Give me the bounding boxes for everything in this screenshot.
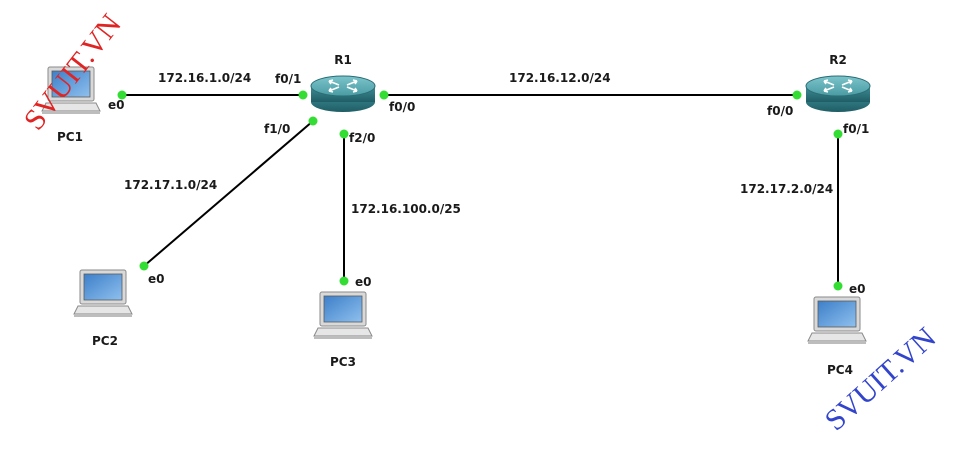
if-label-pc2-e0: e0 (148, 272, 165, 286)
port-dot-r1-f01 (298, 90, 308, 100)
if-label-r2-f00: f0/0 (767, 104, 793, 118)
port-dot-pc4-e0 (833, 281, 843, 291)
pc1-label: PC1 (57, 130, 83, 144)
router-r1-label: R1 (334, 53, 352, 67)
pc3-computer-icon[interactable] (313, 291, 373, 340)
net-label-pc4-r2: 172.17.2.0/24 (740, 182, 833, 196)
port-dot-r1-f00 (379, 90, 389, 100)
port-dot-pc3-e0 (339, 276, 349, 286)
links (122, 94, 839, 286)
port-dot-pc2-e0 (139, 261, 149, 271)
pc4-computer-icon[interactable] (807, 296, 867, 345)
if-label-r1-f01: f0/1 (275, 72, 301, 86)
port-dot-r2-f01 (833, 129, 843, 139)
if-label-r1-f00: f0/0 (389, 100, 415, 114)
pc2-label: PC2 (92, 334, 118, 348)
router-r2-label: R2 (829, 53, 847, 67)
port-dot-r1-f20 (339, 129, 349, 139)
pc2-computer-icon[interactable] (73, 269, 133, 318)
router-r2[interactable] (805, 75, 871, 113)
net-label-pc1-r1: 172.16.1.0/24 (158, 71, 251, 85)
port-dot-r2-f00 (792, 90, 802, 100)
port-dot-r1-f10 (308, 116, 318, 126)
pc3-label: PC3 (330, 355, 356, 369)
port-dot-pc1-e0 (117, 90, 127, 100)
net-label-r1-r2: 172.16.12.0/24 (509, 71, 611, 85)
link-r1-pc2[interactable] (143, 120, 314, 267)
if-label-r1-f10: f1/0 (264, 122, 290, 136)
watermark-top-left: SVUIT.VN (18, 8, 128, 136)
if-label-r2-f01: f0/1 (843, 122, 869, 136)
if-label-pc1-e0: e0 (108, 98, 125, 112)
if-label-r1-f20: f2/0 (349, 131, 375, 145)
if-label-pc4-e0: e0 (849, 282, 866, 296)
net-label-pc2-r1: 172.17.1.0/24 (124, 178, 217, 192)
router-r1[interactable] (310, 75, 376, 113)
net-label-pc3-r1: 172.16.100.0/25 (351, 202, 461, 216)
if-label-pc3-e0: e0 (355, 275, 372, 289)
port-dots (117, 90, 843, 291)
pc4-label: PC4 (827, 363, 853, 377)
